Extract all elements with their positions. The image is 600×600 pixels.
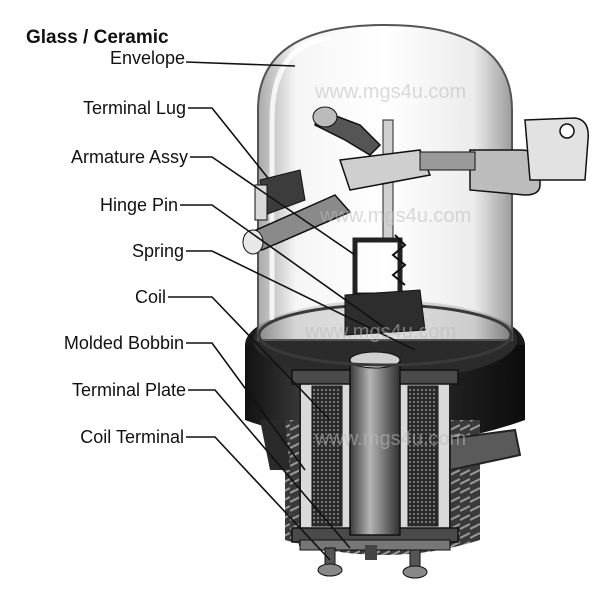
leader-lines xyxy=(168,61,416,561)
label-spring: Spring xyxy=(131,241,184,261)
watermark-text: www.mgs4u.com xyxy=(314,428,466,450)
label-armature-assy: Armature Assy xyxy=(70,147,188,167)
leader-hinge-pin xyxy=(180,204,386,329)
leader-terminal-lug xyxy=(188,107,269,179)
leader-coil xyxy=(168,296,331,421)
envelope-label-line2: Envelope xyxy=(109,48,185,68)
label-coil: Coil xyxy=(134,287,166,307)
leader-spring xyxy=(186,250,416,351)
watermark-text: www.mgs4u.com xyxy=(319,205,471,227)
leader-molded-bobbin xyxy=(186,342,306,471)
leader-terminal-plate xyxy=(188,389,351,549)
label-coil-terminal: Coil Terminal xyxy=(80,427,184,447)
watermark-text: www.mgs4u.com xyxy=(314,81,466,103)
leader-coil-terminal xyxy=(186,436,331,561)
watermark-text: www.mgs4u.com xyxy=(304,321,456,343)
label-terminal-lug: Terminal Lug xyxy=(82,98,186,118)
label-hinge-pin: Hinge Pin xyxy=(99,195,178,215)
envelope-label-line1: Glass / Ceramic xyxy=(26,27,169,48)
armature-and-contacts xyxy=(242,106,589,336)
cutaway-interior xyxy=(291,351,459,579)
leader-armature-assy xyxy=(190,156,356,256)
leader-envelope xyxy=(185,61,296,67)
label-terminal-plate: Terminal Plate xyxy=(71,380,186,400)
label-molded-bobbin: Molded Bobbin xyxy=(63,333,184,353)
